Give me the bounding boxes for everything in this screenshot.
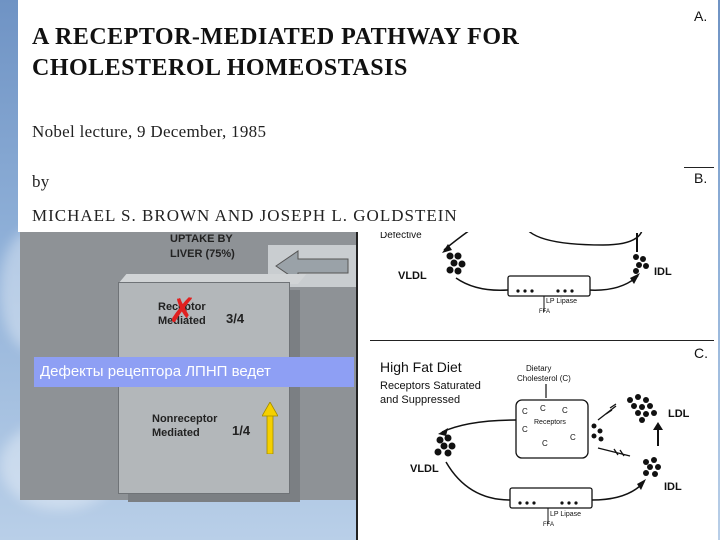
svg-text:C: C	[540, 404, 546, 413]
uptake-box	[118, 282, 290, 494]
panel-a-label: A.	[694, 8, 708, 24]
svg-text:C: C	[570, 433, 576, 442]
idl-particles-c	[643, 457, 661, 477]
panel-b-label: B.	[694, 170, 708, 186]
lp-lipase-label-b: LP Lipase	[546, 298, 577, 305]
ffa-label-c: FFA	[543, 522, 554, 528]
and-suppressed-label: and Suppressed	[380, 394, 460, 406]
panel-divider-bc	[370, 340, 714, 341]
nonreceptor-fraction: 1/4	[232, 423, 251, 438]
idl-label-c: IDL	[664, 481, 682, 493]
vldl-particles-c	[434, 434, 456, 457]
pathway-diagram: Defective VLDL IDL LP Lipase FFA High	[380, 11, 690, 528]
svg-text:C: C	[522, 407, 528, 416]
high-fat-diet-title: High Fat Diet	[380, 359, 462, 375]
liver-cell-c	[515, 399, 589, 459]
ldl-particles-c	[627, 394, 657, 423]
vldl-label-c: VLDL	[410, 463, 439, 475]
receptor-mediated-label: Receptor Mediated	[158, 301, 206, 327]
cross-icon: ✗	[168, 291, 197, 331]
paper-title-card: A RECEPTOR-MEDIATED PATHWAY FOR CHOLESTE…	[18, 0, 684, 232]
lp-lipase-label-c: LP Lipase	[550, 511, 581, 518]
svg-text:C: C	[542, 439, 548, 448]
capillary-b	[507, 275, 591, 297]
idl-label-b: IDL	[654, 266, 672, 278]
svg-text:C: C	[562, 406, 568, 415]
idl-particles-b	[633, 254, 649, 274]
ffa-label-b: FFA	[539, 309, 550, 315]
dietary-cholesterol-label: Cholesterol (C)	[517, 374, 571, 383]
panel-c-label: C.	[694, 345, 708, 361]
nonreceptor-mediated-label: Nonreceptor Mediated	[152, 413, 218, 439]
title-line-1: A RECEPTOR-MEDIATED PATHWAY FOR	[32, 24, 520, 50]
authors: MICHAEL S. BROWN AND JOSEPH L. GOLDSTEIN	[32, 206, 458, 225]
receptors-saturated-label: Receptors Saturated	[380, 380, 481, 392]
svg-text:C: C	[522, 425, 528, 434]
caption-bar: Дефекты рецептора ЛПНП ведет	[34, 357, 354, 387]
defective-label: Defective	[380, 230, 422, 241]
lecture-date: Nobel lecture, 9 December, 1985	[32, 122, 267, 141]
uptake-by-liver-label: UPTAKE BY LIVER (75%)	[170, 233, 235, 260]
title-line-2: CHOLESTEROL HOMEOSTASIS	[32, 55, 408, 81]
receptors-label-c: Receptors	[534, 419, 566, 426]
receptor-fraction: 3/4	[226, 311, 245, 326]
paper-title: A RECEPTOR-MEDIATED PATHWAY FOR CHOLESTE…	[32, 22, 682, 84]
by-label: by	[32, 172, 50, 191]
capillary-c	[509, 487, 593, 509]
dietary-label: Dietary	[526, 364, 551, 373]
ldl-label-c: LDL	[668, 408, 690, 420]
up-arrow-icon	[262, 402, 278, 454]
vldl-label-b: VLDL	[398, 270, 427, 282]
vldl-particles-b	[446, 252, 466, 275]
